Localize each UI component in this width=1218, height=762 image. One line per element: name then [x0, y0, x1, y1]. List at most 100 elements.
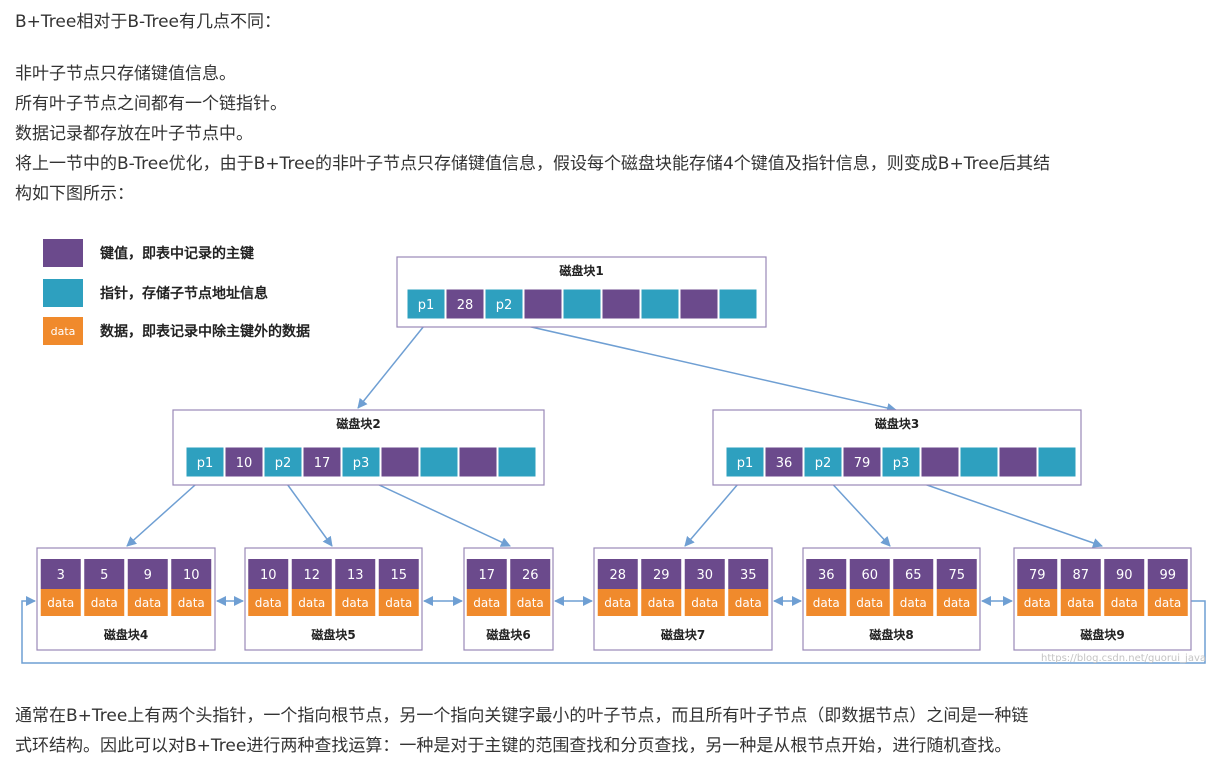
- key-cell: [842, 446, 882, 478]
- block-title: 磁盘块7: [660, 627, 705, 642]
- block-title: 磁盘块3: [874, 416, 919, 431]
- key-cell: [597, 559, 638, 589]
- data-cell: [335, 589, 376, 616]
- data-label: data: [134, 596, 161, 610]
- pointer-cell: [881, 446, 921, 478]
- data-label: data: [1111, 596, 1138, 610]
- key-label: 79: [854, 456, 871, 471]
- pointer-label: p1: [418, 298, 435, 313]
- key-cell: [291, 559, 332, 589]
- key-cell: [601, 288, 641, 320]
- paragraph2-line2: 式环结构。因此可以对B+Tree进行两种查找运算：一种是对于主键的范围查找和分页…: [15, 736, 1012, 756]
- legend-pointer-swatch: [43, 279, 83, 307]
- key-label: 99: [1159, 568, 1176, 583]
- data-label: data: [856, 596, 883, 610]
- pointer-cell: [185, 446, 225, 478]
- paragraph1-line2: 构如下图所示：: [15, 184, 134, 204]
- key-label: 28: [609, 568, 626, 583]
- key-label: 65: [905, 568, 922, 583]
- data-cell: [510, 589, 551, 616]
- data-label: data: [813, 596, 840, 610]
- key-label: 26: [522, 568, 539, 583]
- key-label: 35: [740, 568, 757, 583]
- data-label: data: [517, 596, 544, 610]
- key-cell: [684, 559, 725, 589]
- arrow-b3-p3: [361, 476, 511, 547]
- pointer-arrows: [21, 320, 1206, 664]
- data-cell: [849, 589, 890, 616]
- key-cell: [40, 559, 81, 589]
- pointer-cell: [959, 446, 999, 478]
- pointer-label: p1: [737, 456, 754, 471]
- key-cell: [1104, 559, 1145, 589]
- arrow-b2-p1: [126, 476, 205, 547]
- key-label: 30: [696, 568, 713, 583]
- key-label: 87: [1072, 568, 1089, 583]
- data-label: data: [604, 596, 631, 610]
- key-cell: [1017, 559, 1058, 589]
- pointer-cell: [419, 446, 459, 478]
- data-label: data: [91, 596, 118, 610]
- key-cell: [641, 559, 682, 589]
- key-cell: [679, 288, 719, 320]
- legend-key-swatch: [43, 239, 83, 267]
- key-cell: [302, 446, 342, 478]
- data-cell: [893, 589, 934, 616]
- key-label: 5: [100, 568, 108, 583]
- key-cell: [380, 446, 420, 478]
- pointer-label: p1: [197, 456, 214, 471]
- data-cell: [171, 589, 212, 616]
- key-cell: [764, 446, 804, 478]
- key-cell: [248, 559, 289, 589]
- data-label: data: [1024, 596, 1051, 610]
- pointer-cell: [803, 446, 843, 478]
- data-cell: [127, 589, 168, 616]
- key-label: 79: [1029, 568, 1046, 583]
- data-label: data: [1154, 596, 1181, 610]
- key-label: 9: [144, 568, 152, 583]
- pointer-cell: [341, 446, 381, 478]
- data-label: data: [943, 596, 970, 610]
- key-cell: [523, 288, 563, 320]
- data-cell: [641, 589, 682, 616]
- block-title: 磁盘块1: [558, 263, 603, 278]
- arrow-root-p1: [357, 320, 429, 409]
- block-title: 磁盘块2: [335, 416, 380, 431]
- key-label: 17: [314, 456, 331, 471]
- paragraph1-line1: 将上一节中的B-Tree优化，由于B+Tree的非叶子节点只存储键值信息，假设每…: [15, 154, 1051, 174]
- pointer-cell: [484, 288, 524, 320]
- block-title: 磁盘块4: [103, 627, 148, 642]
- key-label: 60: [861, 568, 878, 583]
- pointer-label: p2: [815, 456, 832, 471]
- point-2: 所有叶子节点之间都有一个链指针。: [15, 94, 287, 114]
- pointer-cell: [640, 288, 680, 320]
- data-cell: [597, 589, 638, 616]
- key-label: 90: [1116, 568, 1133, 583]
- data-cell: [1104, 589, 1145, 616]
- data-cell: [248, 589, 289, 616]
- pointer-label: p2: [275, 456, 292, 471]
- key-label: 28: [457, 298, 474, 313]
- arrow-root-p2: [504, 320, 897, 413]
- data-cell: [728, 589, 769, 616]
- key-label: 10: [236, 456, 253, 471]
- arrow-b3-p2: [825, 476, 891, 547]
- arrow-b2-p2: [281, 476, 333, 547]
- key-cell: [224, 446, 264, 478]
- legend-label-pointer: 指针，存储子节点地址信息: [100, 285, 268, 302]
- key-label: 75: [948, 568, 965, 583]
- pointer-cell: [1037, 446, 1077, 478]
- data-label: data: [47, 596, 74, 610]
- data-label: data: [298, 596, 325, 610]
- key-label: 36: [818, 568, 835, 583]
- key-cell: [171, 559, 212, 589]
